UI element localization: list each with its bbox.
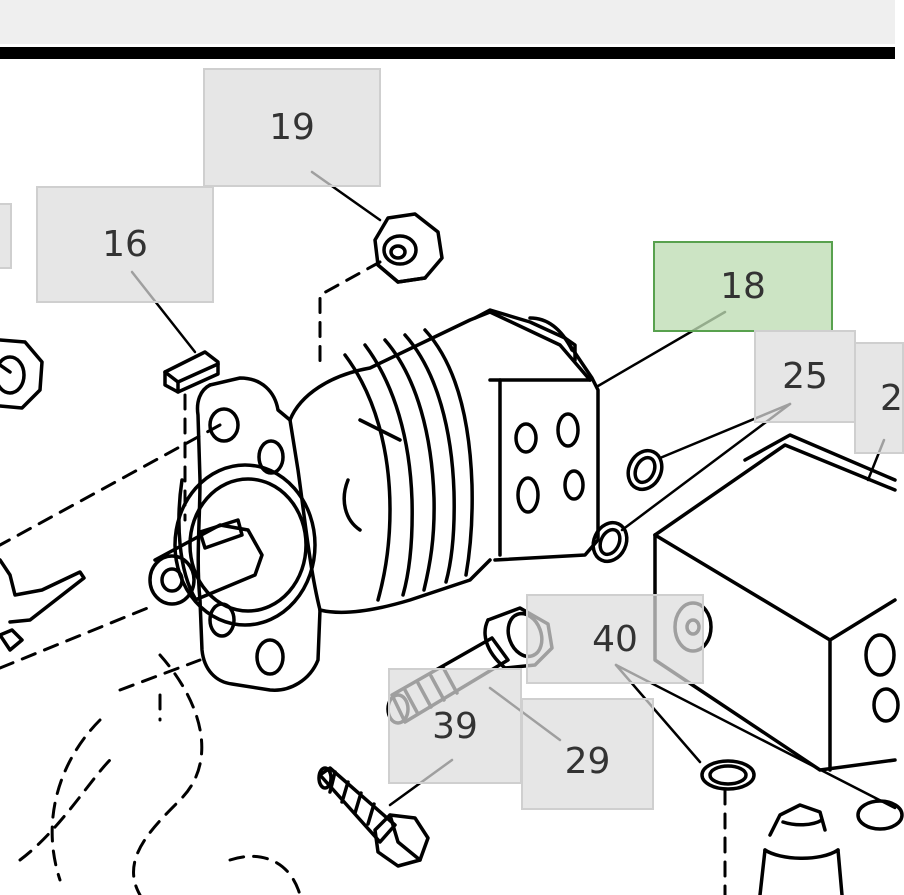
left-nut-part <box>0 338 44 410</box>
key-part <box>163 350 220 394</box>
callout-29[interactable]: 29 <box>521 698 654 810</box>
callout-25-label: 25 <box>782 356 828 397</box>
callout-39-label: 39 <box>432 705 478 747</box>
callout-25[interactable]: 25 <box>754 330 856 423</box>
o-ring-parts <box>591 448 904 831</box>
callout-19[interactable]: 19 <box>203 68 381 187</box>
bracket-part <box>0 558 86 652</box>
hydraulic-motor-part <box>148 308 600 692</box>
callout-16[interactable]: 16 <box>36 186 214 303</box>
callout-40[interactable]: 40 <box>526 594 704 684</box>
callout-18[interactable]: 18 <box>653 241 833 332</box>
callout-partial-left[interactable] <box>0 203 12 269</box>
hex-nut-part <box>373 212 444 284</box>
callout-18-label: 18 <box>720 266 766 307</box>
callout-partial-right-label: 2 <box>880 377 903 419</box>
callout-29-label: 29 <box>564 740 611 782</box>
top-toolbar <box>0 0 895 44</box>
callout-partial-right[interactable]: 2 <box>854 342 904 454</box>
callout-19-label: 19 <box>269 107 315 148</box>
callout-40-label: 40 <box>592 618 638 660</box>
callout-39[interactable]: 39 <box>388 668 522 784</box>
callout-16-label: 16 <box>102 224 148 265</box>
bolt-39-part <box>317 766 430 868</box>
header-divider <box>0 47 895 59</box>
dashed-assembly-lines <box>0 260 727 895</box>
